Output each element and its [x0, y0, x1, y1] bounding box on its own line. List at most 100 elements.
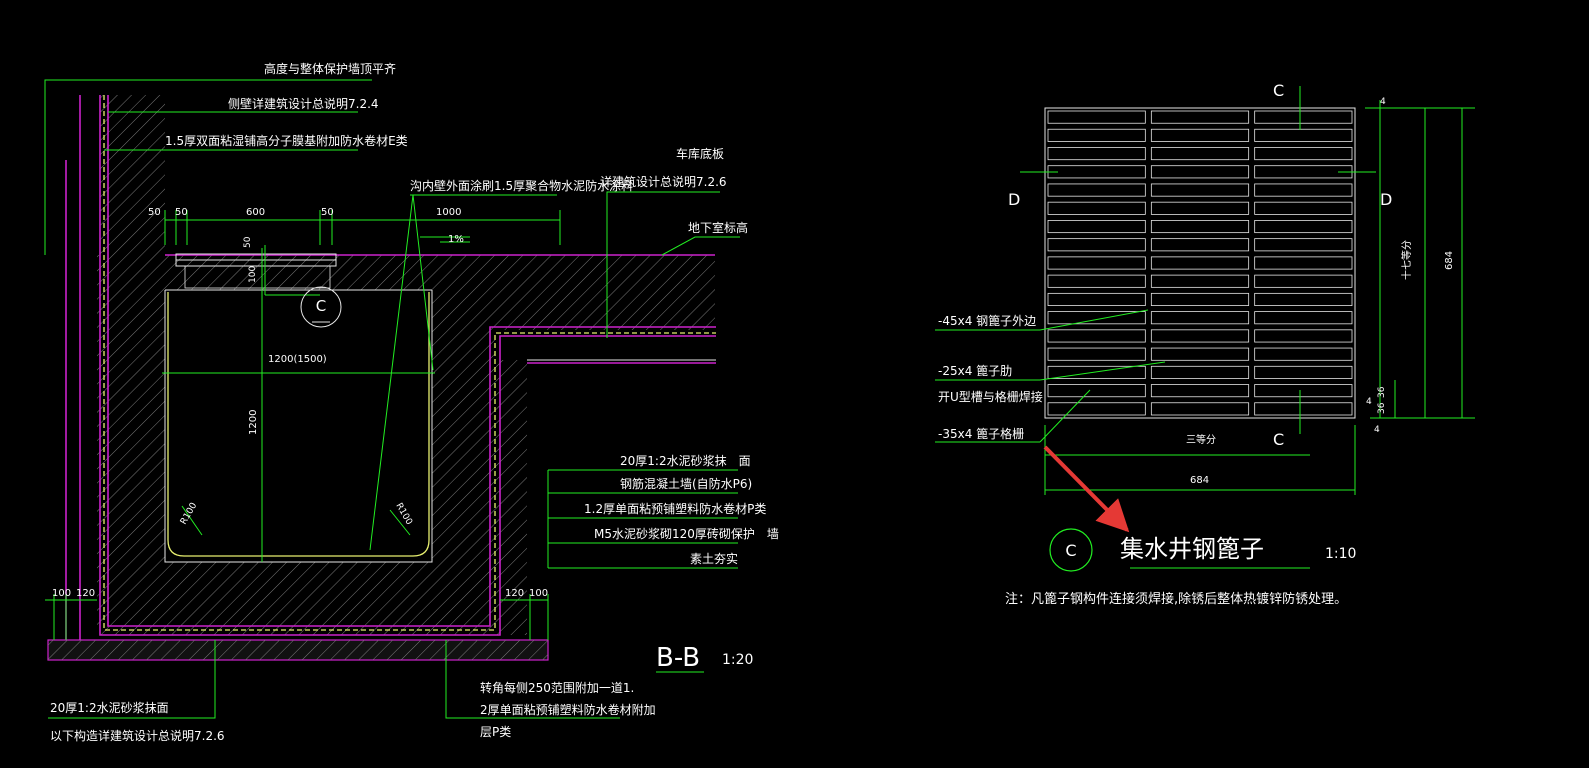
grate-cell — [1150, 274, 1250, 288]
callout-top-flush: 高度与整体保护墙顶平齐 — [264, 61, 396, 76]
grate-cell — [1150, 347, 1250, 361]
grate-cell — [1254, 183, 1353, 197]
cut-d-right: D — [1380, 190, 1392, 209]
dim-50a: 50 — [148, 207, 161, 218]
grate-cell — [1150, 128, 1250, 142]
callout-bottom-left-2: 以下构造详建筑设计总说明7.2.6 — [50, 728, 225, 743]
section-bb: C 高度与整体保护墙顶平齐 侧壁详建筑设计总说明7.2.4 1.5厚双面粘湿铺高… — [44, 61, 779, 743]
dim-width-eq: 三等分 — [1186, 433, 1216, 446]
dim-height-eq: 十七等分 — [1400, 240, 1413, 280]
section-c-bubble — [300, 286, 342, 328]
label-edge-bar: -45x4 钢篦子外边 — [938, 313, 1036, 328]
grate-cell — [1150, 147, 1250, 161]
callout-bottom-mid-2: 2厚单面粘预铺塑料防水卷材附加 — [480, 702, 656, 717]
grate-frame — [184, 265, 331, 289]
dim-s36a: 36 — [1377, 386, 1387, 398]
label-frame-bar: -35x4 篦子格栅 — [938, 426, 1024, 441]
grate-cell — [1254, 311, 1353, 325]
grate-note: 注：凡篦子钢构件连接须焊接,除锈后整体热镀锌防锈处理。 — [1005, 591, 1347, 607]
leader-lines — [44, 79, 740, 719]
dim-s4b: 4 — [1374, 425, 1380, 435]
slope-label: 1% — [448, 234, 464, 245]
legend-2: 钢筋混凝土墙(自防水P6) — [620, 476, 752, 491]
grate-cell — [1254, 165, 1353, 179]
grate-cell — [1150, 292, 1250, 306]
legend-5: 素土夯实 — [690, 551, 738, 566]
cut-c-top: C — [1273, 81, 1284, 100]
pit-inner-coating — [167, 292, 430, 557]
dim-600: 600 — [246, 207, 265, 218]
cut-lines — [935, 86, 1475, 569]
grate-cell — [1150, 256, 1250, 270]
grate-cell — [1047, 256, 1146, 270]
grate-outline — [1044, 107, 1356, 419]
grate-cell — [1254, 128, 1353, 142]
grate-cell — [1254, 384, 1353, 398]
grate-bars — [1047, 110, 1353, 416]
grate-cell — [1150, 329, 1250, 343]
callout-bottom-mid-3: 层P类 — [480, 725, 511, 739]
dim-b100a: 100 — [52, 588, 71, 599]
dim-r-right: R100 — [393, 502, 414, 528]
membrane-line — [103, 95, 716, 631]
callout-garage-floor: 车库底板 — [676, 146, 724, 161]
grate-scale: 1:10 — [1325, 546, 1356, 562]
legend-3: 1.2厚单面粘预铺塑料防水卷材P类 — [584, 501, 766, 516]
grate-cell — [1047, 365, 1146, 379]
cut-d-left: D — [1008, 190, 1020, 209]
grate-cell — [1150, 201, 1250, 215]
dim-b120b: 120 — [505, 588, 524, 599]
dim-height: 684 — [1444, 251, 1455, 270]
grate-cell — [1047, 183, 1146, 197]
grate-cell — [1047, 201, 1146, 215]
callout-garage-ref: 详建筑设计总说明7.2.6 — [600, 174, 727, 189]
grate-cell — [1047, 384, 1146, 398]
membrane-outer — [99, 95, 716, 636]
callout-basement-level: 地下室标高 — [688, 220, 748, 235]
detail-bubble — [1049, 528, 1093, 572]
callout-bottom-mid-1: 转角每侧250范围附加一道1. — [480, 680, 634, 695]
base-slab-hatch — [48, 640, 548, 660]
grate-cell — [1254, 347, 1353, 361]
legend-4: M5水泥砂浆砌120厚砖砌保护 墙 — [594, 526, 779, 541]
grate-cell — [1150, 165, 1250, 179]
callout-side-wall: 侧壁详建筑设计总说明7.2.4 — [228, 96, 379, 111]
grate-cell — [1254, 256, 1353, 270]
grate-cell — [1254, 329, 1353, 343]
callout-membrane-e: 1.5厚双面粘湿铺高分子膜基附加防水卷材E类 — [165, 133, 408, 148]
dim-s4a: 4 — [1366, 397, 1372, 407]
dim-r-left: R100 — [179, 501, 200, 527]
grate-cell — [1254, 292, 1353, 306]
dim-v50: 50 — [243, 236, 253, 248]
detail-mark: C — [1065, 541, 1076, 560]
grate-cell — [1047, 311, 1146, 325]
grate-cell — [1047, 110, 1146, 124]
section-scale: 1:20 — [722, 652, 753, 668]
grate-cell — [1047, 147, 1146, 161]
top-dimensions — [162, 210, 561, 562]
grate-cell — [1047, 292, 1146, 306]
grate-cell — [1150, 220, 1250, 234]
grate-cell — [1150, 183, 1250, 197]
grate-cell — [1047, 165, 1146, 179]
dim-top-small: 4 — [1380, 97, 1386, 107]
cut-c-bottom: C — [1273, 430, 1284, 449]
grate-cell — [1150, 402, 1250, 416]
dim-s36b: 36 — [1377, 402, 1387, 414]
section-title: B-B — [656, 643, 700, 673]
grate-cell — [1047, 238, 1146, 252]
grate-cell — [1150, 110, 1250, 124]
grate-cell — [1047, 128, 1146, 142]
grate-cell — [1150, 384, 1250, 398]
callout-bottom-left-1: 20厚1:2水泥砂浆抹面 — [50, 700, 169, 715]
grate-cell — [1047, 329, 1146, 343]
left-wall-hatch — [66, 95, 165, 255]
dim-b120a: 120 — [76, 588, 95, 599]
pit-body-hatch — [97, 255, 715, 635]
dim-width: 684 — [1190, 475, 1209, 486]
grate-cell — [1047, 402, 1146, 416]
right-wall-hatch — [495, 360, 527, 635]
label-bar: -25x4 篦子肋 — [938, 363, 1012, 378]
grate-cell — [1254, 220, 1353, 234]
